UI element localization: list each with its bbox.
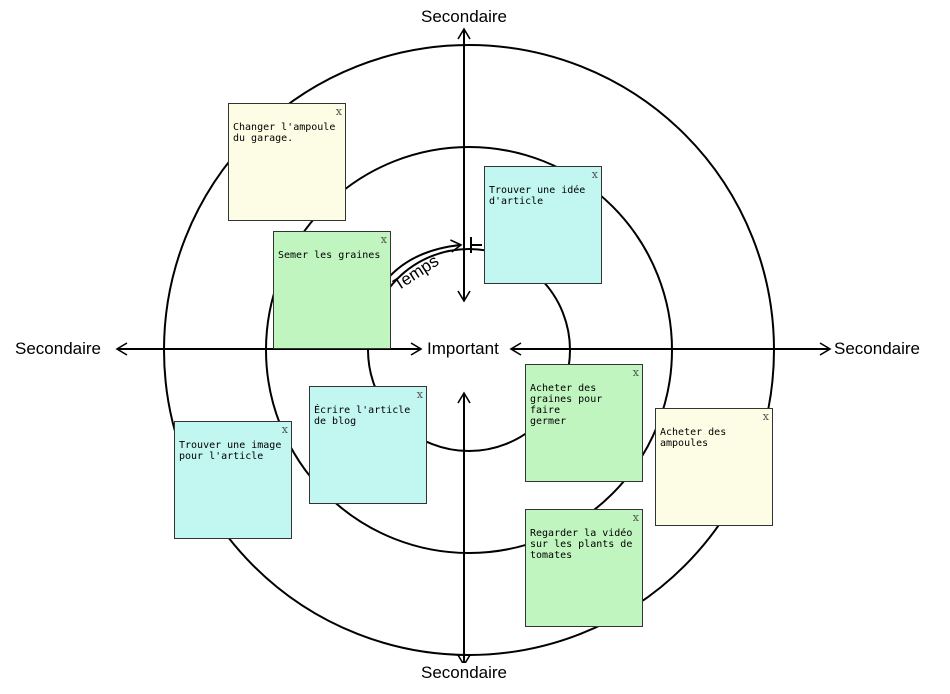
sticky-note-trouver-idee[interactable]: x Trouver une idée d'article xyxy=(484,166,602,284)
note-text: Regarder la vidéo sur les plants de toma… xyxy=(530,528,633,561)
note-text: Acheter des graines pour faire germer xyxy=(530,383,603,427)
sticky-note-acheter-ampoules[interactable]: x Acheter des ampoules xyxy=(655,408,773,526)
sticky-note-ecrire-article[interactable]: x Écrire l'article de blog xyxy=(309,386,427,504)
note-text: Trouver une idée d'article xyxy=(489,185,586,207)
close-icon[interactable]: x xyxy=(335,105,342,118)
axis-label-left: Secondaire xyxy=(15,339,102,359)
sticky-note-regarder-video[interactable]: x Regarder la vidéo sur les plants de to… xyxy=(525,509,643,627)
close-icon[interactable]: x xyxy=(762,410,769,423)
sticky-note-semer-graines[interactable]: x Semer les graines xyxy=(273,231,391,349)
axis-label-top: Secondaire xyxy=(421,7,508,27)
close-icon[interactable]: x xyxy=(281,423,288,436)
close-icon[interactable]: x xyxy=(591,168,598,181)
close-icon[interactable]: x xyxy=(632,366,639,379)
note-text: Trouver une image pour l'article xyxy=(179,440,282,462)
sticky-note-changer-ampoule[interactable]: x Changer l'ampoule du garage. xyxy=(228,103,346,221)
sticky-note-acheter-graines[interactable]: x Acheter des graines pour faire germer xyxy=(525,364,643,482)
note-text: Acheter des ampoules xyxy=(660,427,727,449)
center-label: Important xyxy=(425,339,501,359)
time-arc-arrow xyxy=(389,239,463,277)
axis-label-right: Secondaire xyxy=(834,339,921,359)
close-icon[interactable]: x xyxy=(380,233,387,246)
note-text: Changer l'ampoule du garage. xyxy=(233,122,336,144)
note-text: Écrire l'article de blog xyxy=(314,405,411,427)
axis-label-bottom: Secondaire xyxy=(421,663,508,683)
close-icon[interactable]: x xyxy=(416,388,423,401)
note-text: Semer les graines xyxy=(278,250,381,261)
close-icon[interactable]: x xyxy=(632,511,639,524)
sticky-note-trouver-image[interactable]: x Trouver une image pour l'article xyxy=(174,421,292,539)
